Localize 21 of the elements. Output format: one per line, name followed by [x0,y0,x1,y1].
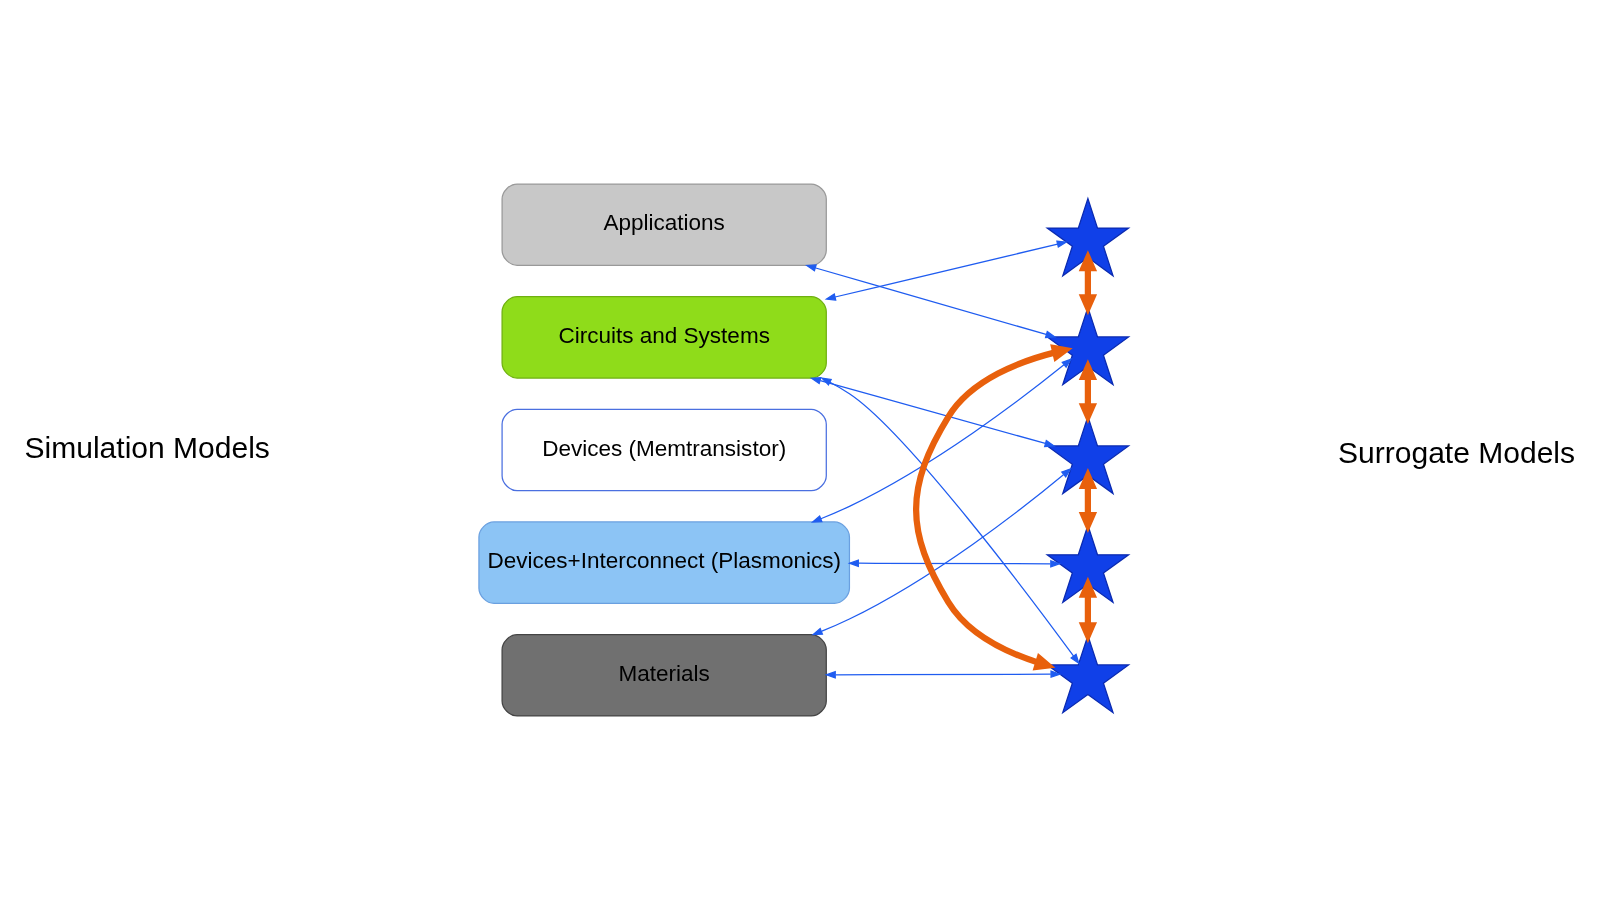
arrow [824,240,1068,301]
arrow [811,467,1072,636]
node-box: Devices+Interconnect (Plasmonics) [478,521,851,604]
arrow [809,376,1056,448]
arrow [1078,576,1098,644]
node-box: Circuits and Systems [501,296,827,379]
arrow [805,264,1057,339]
label: Simulation Models [24,430,270,464]
arrow [1078,250,1098,316]
arrow [847,559,1062,568]
arrow [1078,468,1098,533]
node-box: Applications [501,183,827,266]
arrow [1078,359,1098,425]
arrow [820,377,1080,665]
label: Surrogate Models [1338,435,1576,469]
node-ribbon [1045,196,1131,278]
arrow [913,344,1073,671]
node-box: Devices (Memtransistor) [501,408,827,492]
node-box: Materials [501,634,827,717]
arrow [810,357,1073,523]
arrow [824,670,1062,679]
